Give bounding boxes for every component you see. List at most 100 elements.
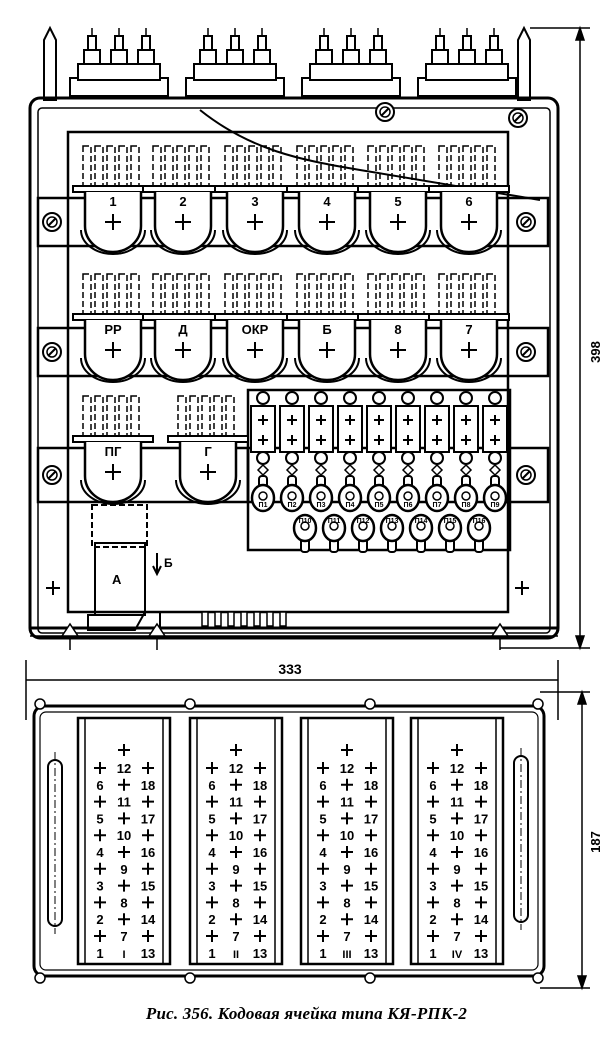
connector-pin-icon <box>475 930 487 942</box>
connector-pin-icon <box>206 862 218 875</box>
diode-block <box>366 391 392 477</box>
connector-pin-icon <box>94 795 106 808</box>
pin-number: 1 <box>208 946 215 961</box>
diode-block <box>250 391 276 477</box>
terminal-post-icon <box>137 28 155 65</box>
switch-label: П3 <box>317 502 326 509</box>
diode-cross-icon <box>374 435 384 445</box>
pin-number: 3 <box>429 879 436 894</box>
rail-cross-icon <box>46 581 60 595</box>
toggle-switch[interactable]: П12 <box>350 513 376 553</box>
connector-pin-icon <box>317 795 329 808</box>
rail-terminal-icon <box>227 611 235 627</box>
toggle-switch[interactable]: П10 <box>292 513 318 553</box>
connector-pin-icon <box>365 762 377 774</box>
relay-cross-icon <box>105 214 121 230</box>
top-connector-block <box>69 28 169 97</box>
diode-block <box>424 391 450 477</box>
toggle-switch[interactable]: П4 <box>337 475 363 513</box>
relay-cross-icon <box>390 342 406 358</box>
pin-number: 4 <box>429 845 437 860</box>
toggle-switch[interactable]: П2 <box>279 475 305 513</box>
dimension-398 <box>500 25 590 651</box>
connector-pin-icon <box>365 930 377 942</box>
pin-number: 5 <box>96 811 103 826</box>
connector-pin-icon <box>365 896 377 909</box>
pin-number: 13 <box>474 946 488 961</box>
pin-number: 9 <box>453 862 460 877</box>
terminal-post-icon <box>315 28 333 65</box>
diode-cross-icon <box>374 415 384 425</box>
relay: 4 <box>286 145 368 255</box>
toggle-switch[interactable]: П13 <box>379 513 405 553</box>
relay-label: 5 <box>394 194 401 209</box>
relay-cross-icon <box>461 342 477 358</box>
connector-pin-icon <box>94 829 106 842</box>
relay: 3 <box>214 145 296 255</box>
relay-cross-icon <box>175 214 191 230</box>
housing-tab-icon <box>34 972 46 984</box>
connector-pin-icon <box>254 762 266 774</box>
connector-pin-icon <box>142 862 154 875</box>
relay-cross-icon <box>390 214 406 230</box>
diode-cross-icon <box>316 435 326 445</box>
rail-terminal-icon <box>253 611 261 627</box>
relay-label: 6 <box>465 194 472 209</box>
toggle-switch[interactable]: П11 <box>321 513 347 553</box>
connector-pin-icon <box>365 795 377 808</box>
toggle-switch[interactable]: П3 <box>308 475 334 513</box>
pin-number: 13 <box>253 946 267 961</box>
terminal-post-icon <box>458 28 476 65</box>
connector-pin-icon <box>341 778 353 791</box>
toggle-switch[interactable]: П7 <box>424 475 450 513</box>
pin-number: 10 <box>117 828 131 843</box>
pin-number: 15 <box>474 879 488 894</box>
pin-number: 6 <box>319 778 326 793</box>
relay: ОКР <box>214 273 296 383</box>
pin-number: 14 <box>364 912 379 927</box>
mounting-bar-1 <box>36 196 550 248</box>
rail-terminal-icon <box>266 611 274 627</box>
connector-pin-icon <box>94 930 106 942</box>
relay-label: ОКР <box>242 322 269 337</box>
pin-number: 2 <box>429 912 436 927</box>
toggle-switch[interactable]: П9 <box>482 475 508 513</box>
connector-id: III <box>342 949 351 961</box>
depth-dimension-label: 187 <box>588 831 603 853</box>
connector-pin-icon <box>94 896 106 909</box>
toggle-switch[interactable]: П6 <box>395 475 421 513</box>
bar-screw-icon <box>516 342 536 362</box>
toggle-switch[interactable]: П14 <box>408 513 434 553</box>
toggle-switch[interactable]: П5 <box>366 475 392 513</box>
guide-pin-right <box>517 25 531 101</box>
connector-pin-icon <box>341 913 353 926</box>
toggle-switch[interactable]: П16 <box>466 513 492 553</box>
pin-number: 18 <box>141 778 155 793</box>
pin-number: 1 <box>319 946 326 961</box>
rail-terminal-icon <box>240 611 248 627</box>
connector-pin-icon <box>142 795 154 808</box>
terminal-post-icon <box>199 28 217 65</box>
connector-pin-icon <box>475 862 487 875</box>
terminal-post-icon <box>369 28 387 65</box>
connector-pin-icon <box>341 812 353 825</box>
pin-number: 18 <box>364 778 378 793</box>
connector-pin-icon <box>230 879 242 892</box>
housing-tab-icon <box>532 698 544 710</box>
diode-cross-icon <box>490 415 500 425</box>
connector-pin-icon <box>451 913 463 926</box>
pin-number: 8 <box>343 895 350 910</box>
connector-id: II <box>233 949 239 961</box>
connector-pin-icon <box>427 829 439 842</box>
bottom-view-housing <box>32 704 546 978</box>
relay-label: ПГ <box>105 444 122 459</box>
bar-screw-icon <box>42 342 62 362</box>
toggle-switch[interactable]: П15 <box>437 513 463 553</box>
toggle-switch[interactable]: П8 <box>453 475 479 513</box>
arrow-b-label: Б <box>164 556 173 570</box>
pin-number: 5 <box>208 811 215 826</box>
pin-number: 14 <box>474 912 489 927</box>
toggle-switch[interactable]: П1 <box>250 475 276 513</box>
switch-label: П10 <box>299 518 312 525</box>
pin-number: 1 <box>429 946 436 961</box>
